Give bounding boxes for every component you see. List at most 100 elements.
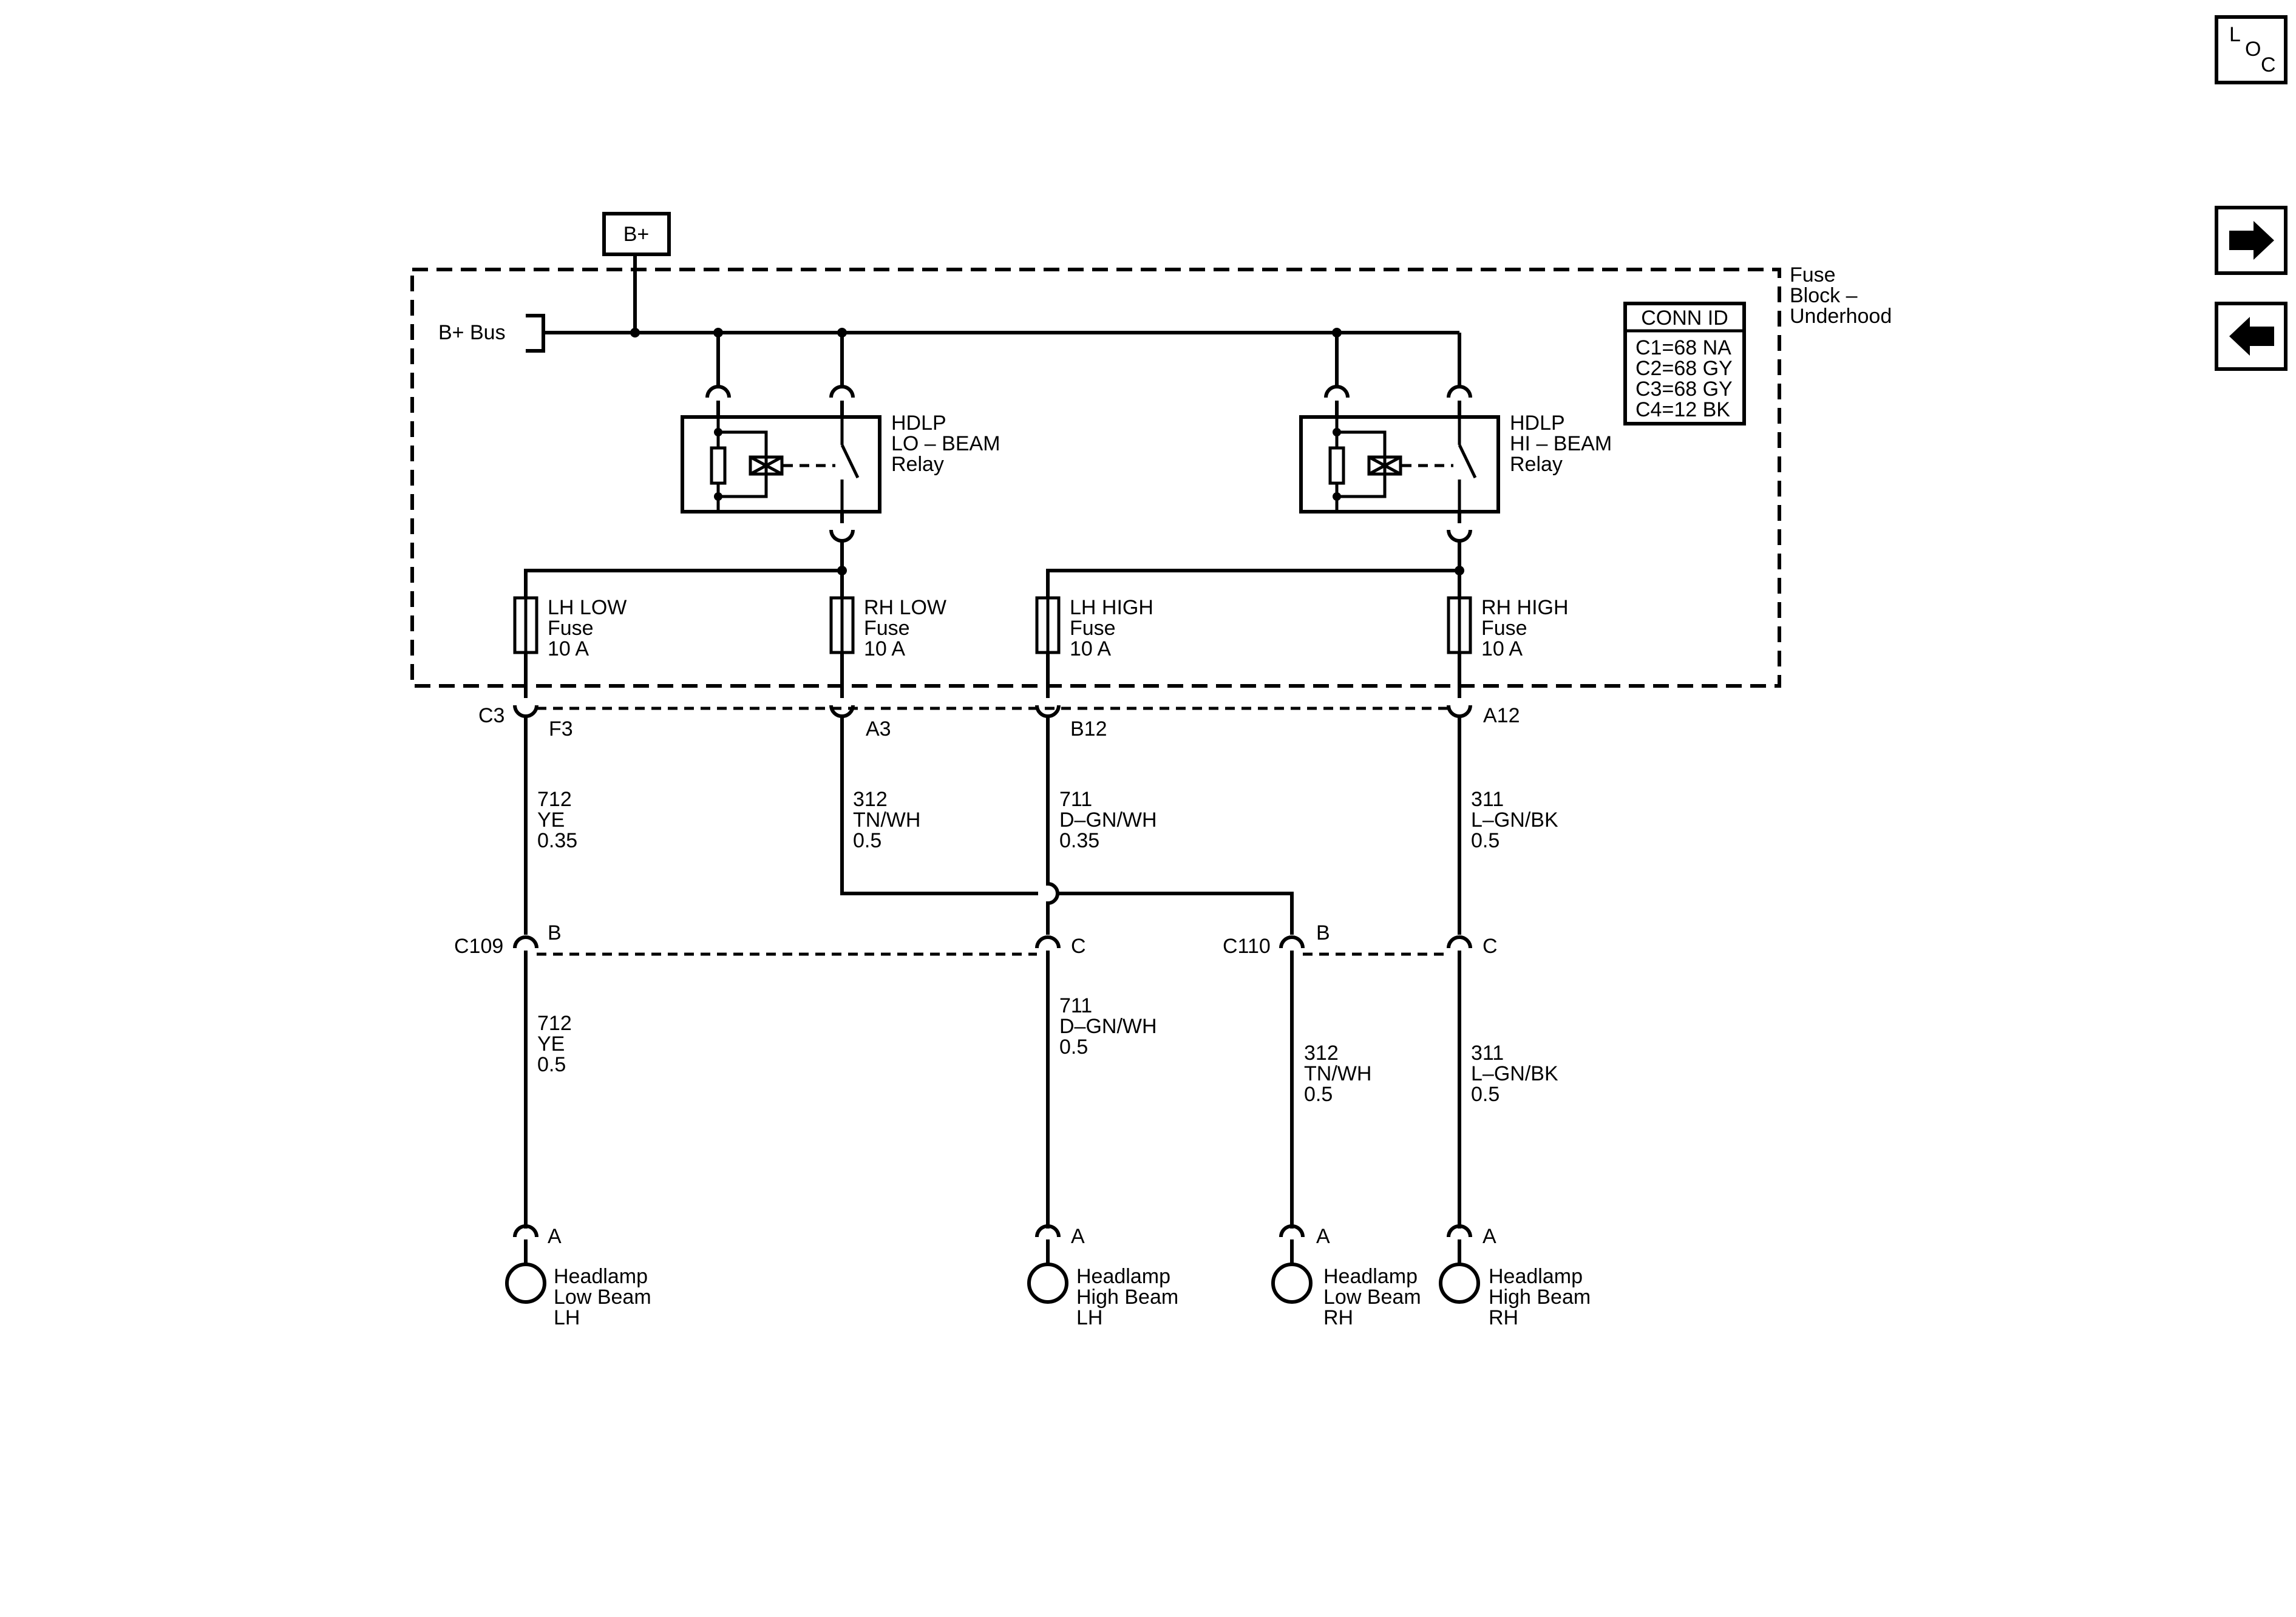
loc-letter-o: O <box>2245 38 2261 61</box>
relay-label-line: Relay <box>1510 453 1563 476</box>
wire-label-line: TN/WH <box>1304 1062 1371 1085</box>
circuit-312-upper <box>840 716 1038 895</box>
conn-id-table: CONN ID C1=68 NA C2=68 GY C3=68 GY C4=12… <box>1623 302 1746 425</box>
wire-label-line: 0.5 <box>1304 1083 1333 1106</box>
fuse-block-name-line: Underhood <box>1790 305 1892 328</box>
connector-pin: A3 <box>866 717 891 741</box>
headlamp-label-line: Headlamp <box>554 1265 648 1288</box>
wire-label-line: L–GN/BK <box>1471 808 1558 832</box>
previous-page-button[interactable] <box>2215 302 2288 371</box>
fuse-block-name: Fuse Block – Underhood <box>1790 263 1892 328</box>
circuit-711-upper <box>1046 716 1059 935</box>
wire-label-line: L–GN/BK <box>1471 1062 1558 1085</box>
connector-pin: A12 <box>1483 704 1520 727</box>
wire-label-line: D–GN/WH <box>1059 1015 1157 1038</box>
headlamp-pin: A <box>1316 1225 1330 1248</box>
headlamp-label-line: LH <box>1076 1306 1102 1329</box>
headlamp-label-line: Low Beam <box>1323 1286 1421 1309</box>
headlamp-label-line: Headlamp <box>1076 1265 1170 1288</box>
fuse-label-line: RH HIGH <box>1481 596 1569 619</box>
loc-letter-l: L <box>2229 23 2241 46</box>
connector-pin: C <box>1071 935 1086 958</box>
headlamp-label-line: High Beam <box>1076 1286 1178 1309</box>
wire-label-line: 311 <box>1471 1042 1504 1065</box>
fuse-lh-high <box>1035 596 1061 654</box>
conn-id-line: C2=68 GY <box>1635 357 1733 380</box>
fuse-lh-low <box>513 596 538 654</box>
connector-name: C109 <box>454 935 503 958</box>
conn-id-line: C3=68 GY <box>1635 378 1733 401</box>
fuse-rh-high <box>1447 596 1472 654</box>
fuse-block-outline <box>410 268 1781 688</box>
relay-label-line: HI – BEAM <box>1510 432 1612 455</box>
conn-id-line: C1=68 NA <box>1635 336 1731 359</box>
arrow-left-icon <box>2229 317 2274 356</box>
relay-label-line: HDLP <box>891 412 946 435</box>
headlamp-pin: A <box>1071 1225 1085 1248</box>
headlamp-pin: A <box>1483 1225 1496 1248</box>
fuse-rh-low <box>829 596 855 654</box>
relay-label-line: HDLP <box>1510 412 1565 435</box>
connector-pin: B <box>1316 921 1330 944</box>
fuse-label-line: 10 A <box>1070 637 1111 660</box>
conn-id-title: CONN ID <box>1641 307 1728 330</box>
headlamp-label-line: RH <box>1323 1306 1353 1329</box>
connector-name: C3 <box>478 704 504 727</box>
relay-label-line: LO – BEAM <box>891 432 1000 455</box>
hi-beam-relay <box>1299 415 1500 514</box>
wire-label-line: D–GN/WH <box>1059 808 1157 832</box>
wire-label-line: 0.5 <box>1471 1083 1500 1106</box>
loc-button[interactable]: L O C <box>2215 15 2288 84</box>
fuse-label-line: 10 A <box>1481 637 1523 660</box>
fuse-label-line: Fuse <box>1070 617 1116 640</box>
wire-label-line: 711 <box>1059 994 1092 1017</box>
headlamp-label-line: RH <box>1489 1306 1518 1329</box>
headlamp-label-line: High Beam <box>1489 1286 1591 1309</box>
power-source-b-plus: B+ <box>602 212 671 256</box>
circuit-312-crossover <box>1058 892 1294 935</box>
wire-label-line: 312 <box>1304 1042 1339 1065</box>
wire-label-line: 0.5 <box>537 1053 566 1076</box>
wire-label-line: TN/WH <box>853 808 920 832</box>
fuse-label-line: LH HIGH <box>1070 596 1153 619</box>
headlamp-high-beam-lh: A Headlamp High Beam LH <box>1027 1224 1178 1329</box>
prev-button-frame <box>2215 302 2288 371</box>
wire-label-line: 0.5 <box>853 829 881 852</box>
wire-label-line: 712 <box>537 1012 572 1035</box>
arrow-right-icon <box>2229 221 2274 260</box>
fuse-label-line: 10 A <box>548 637 589 660</box>
connector-name: C110 <box>1223 935 1271 958</box>
fuse-label-line: Fuse <box>548 617 594 640</box>
bus-splice <box>630 328 640 337</box>
relay-label-line: Relay <box>891 453 944 476</box>
fuse-label-line: Fuse <box>1481 617 1527 640</box>
wire-label-line: 0.35 <box>537 829 577 852</box>
connector-pin: F3 <box>549 717 573 741</box>
wire-label-line: 712 <box>537 788 572 811</box>
connector-pin: B <box>548 921 562 944</box>
bus-bracket <box>526 314 545 353</box>
headlamp-label-line: Headlamp <box>1323 1265 1418 1288</box>
lower-wire-labels: 712 YE 0.5 711 D–GN/WH 0.5 312 TN/WH 0.5… <box>537 994 1558 1106</box>
wire-label-line: YE <box>537 1032 565 1056</box>
connector-c110: C110 B C <box>1223 921 1498 974</box>
next-page-button[interactable] <box>2215 206 2288 275</box>
connector-pin: B12 <box>1070 717 1107 741</box>
fuse-label-line: LH LOW <box>548 596 627 619</box>
headlamp-high-beam-rh: A Headlamp High Beam RH <box>1439 1224 1591 1329</box>
upper-wire-labels: 712 YE 0.35 312 TN/WH 0.5 711 D–GN/WH 0.… <box>537 788 1558 852</box>
bus-label: B+ Bus <box>438 321 506 344</box>
fuse-block-name-line: Block – <box>1790 284 1858 307</box>
fuse-labels: LH LOW Fuse 10 A RH LOW Fuse 10 A LH HIG… <box>548 596 1569 660</box>
power-label: B+ <box>623 223 650 246</box>
wire-label-line: 312 <box>853 788 888 811</box>
connector-c109: C109 B C <box>454 921 1086 974</box>
hi-beam-relay-label: HDLP HI – BEAM Relay <box>1510 412 1612 476</box>
headlamp-low-beam-lh: A Headlamp Low Beam LH <box>505 1224 651 1329</box>
fuse-label-line: RH LOW <box>864 596 946 619</box>
headlamp-label-line: LH <box>554 1306 580 1329</box>
fuse-block-name-line: Fuse <box>1790 263 1836 286</box>
wire-label-line: YE <box>537 808 565 832</box>
loc-button-frame <box>2215 15 2288 84</box>
